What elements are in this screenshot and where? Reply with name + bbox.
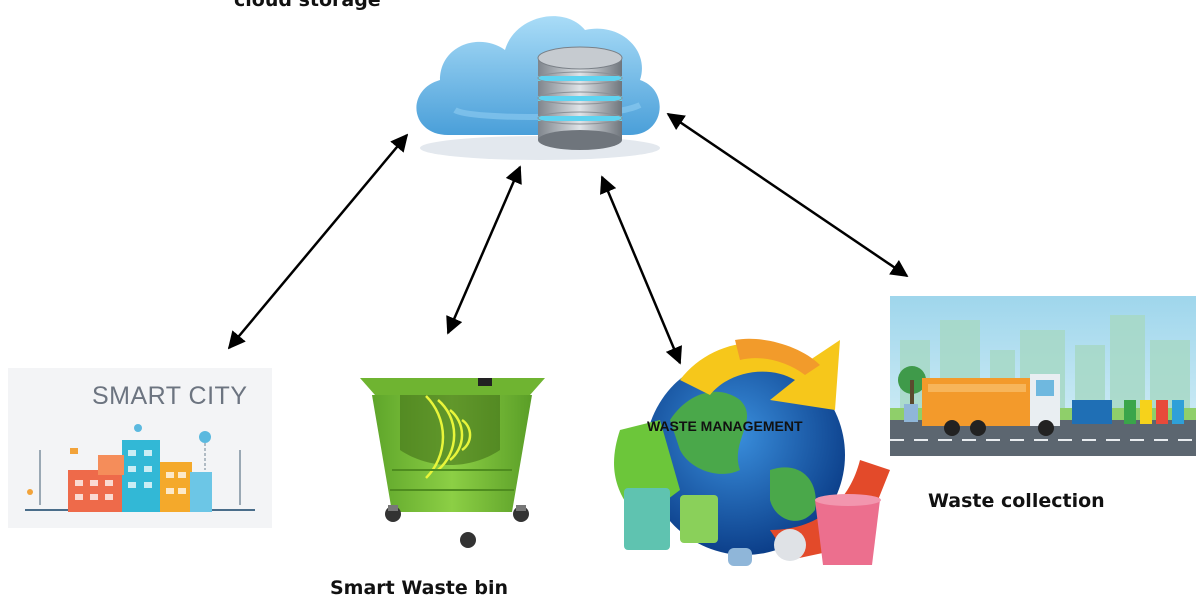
sensor-signal-icon	[425, 395, 472, 479]
arrow-cloud-smart-city	[227, 133, 409, 350]
waste-collection-label: Waste collection	[928, 490, 1105, 512]
arrow-cloud-smart-bin	[446, 165, 522, 335]
cloud-storage-icon	[416, 16, 660, 160]
smart-city-illustration	[8, 368, 272, 528]
recycle-bins-icon	[904, 400, 1184, 424]
smart-bin-illustration	[360, 378, 545, 548]
arrow-cloud-waste-management	[600, 175, 682, 365]
waste-management-label: WASTE MANAGEMENT	[647, 418, 803, 434]
cloud-storage-label: cloud storage	[234, 0, 381, 11]
waste-collection-illustration	[890, 296, 1196, 456]
waste-management-illustration	[614, 338, 890, 566]
garbage-truck-icon	[922, 374, 1060, 436]
bin-wheel-icon	[385, 505, 529, 548]
database-icon	[537, 46, 623, 150]
smart-bin-label: Smart Waste bin	[330, 577, 509, 599]
smart-city-label: SMART CITY	[92, 382, 248, 410]
arrow-cloud-waste-collection	[666, 112, 909, 278]
bin-icon	[624, 488, 670, 550]
pink-bin-icon	[815, 500, 880, 565]
